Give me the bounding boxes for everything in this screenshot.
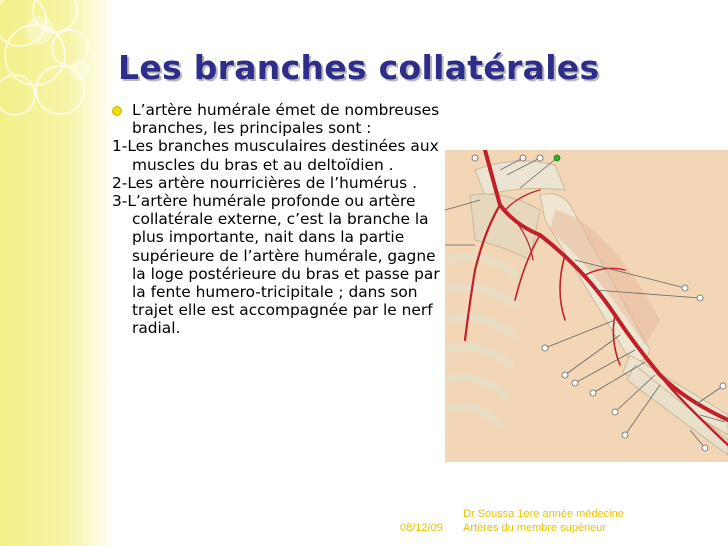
slide-title: Les branches collatérales (118, 48, 600, 87)
slide-body: L’artère humérale émet de nombreuses bra… (112, 101, 448, 338)
bullet-icon (112, 106, 122, 116)
intro-text: L’artère humérale émet de nombreuses bra… (132, 101, 440, 138)
footer-subject: Artères du membre supérieur (463, 522, 607, 534)
anatomy-illustration (445, 150, 728, 462)
bullet-paragraph: L’artère humérale émet de nombreuses bra… (112, 101, 448, 137)
branch-item-1: 1-Les branches musculaires destinées aux… (112, 137, 439, 174)
footer-date: 08/12/09 (400, 522, 443, 534)
decorative-band (0, 0, 115, 546)
branch-item-2: 2-Les artère nourricières de l’humérus . (112, 173, 417, 192)
branch-item-3: 3-L’artère humérale profonde ou artère c… (112, 192, 440, 338)
decorative-circles (0, 0, 90, 116)
footer-author: Dr Soussa 1ere année médecine (463, 508, 624, 520)
